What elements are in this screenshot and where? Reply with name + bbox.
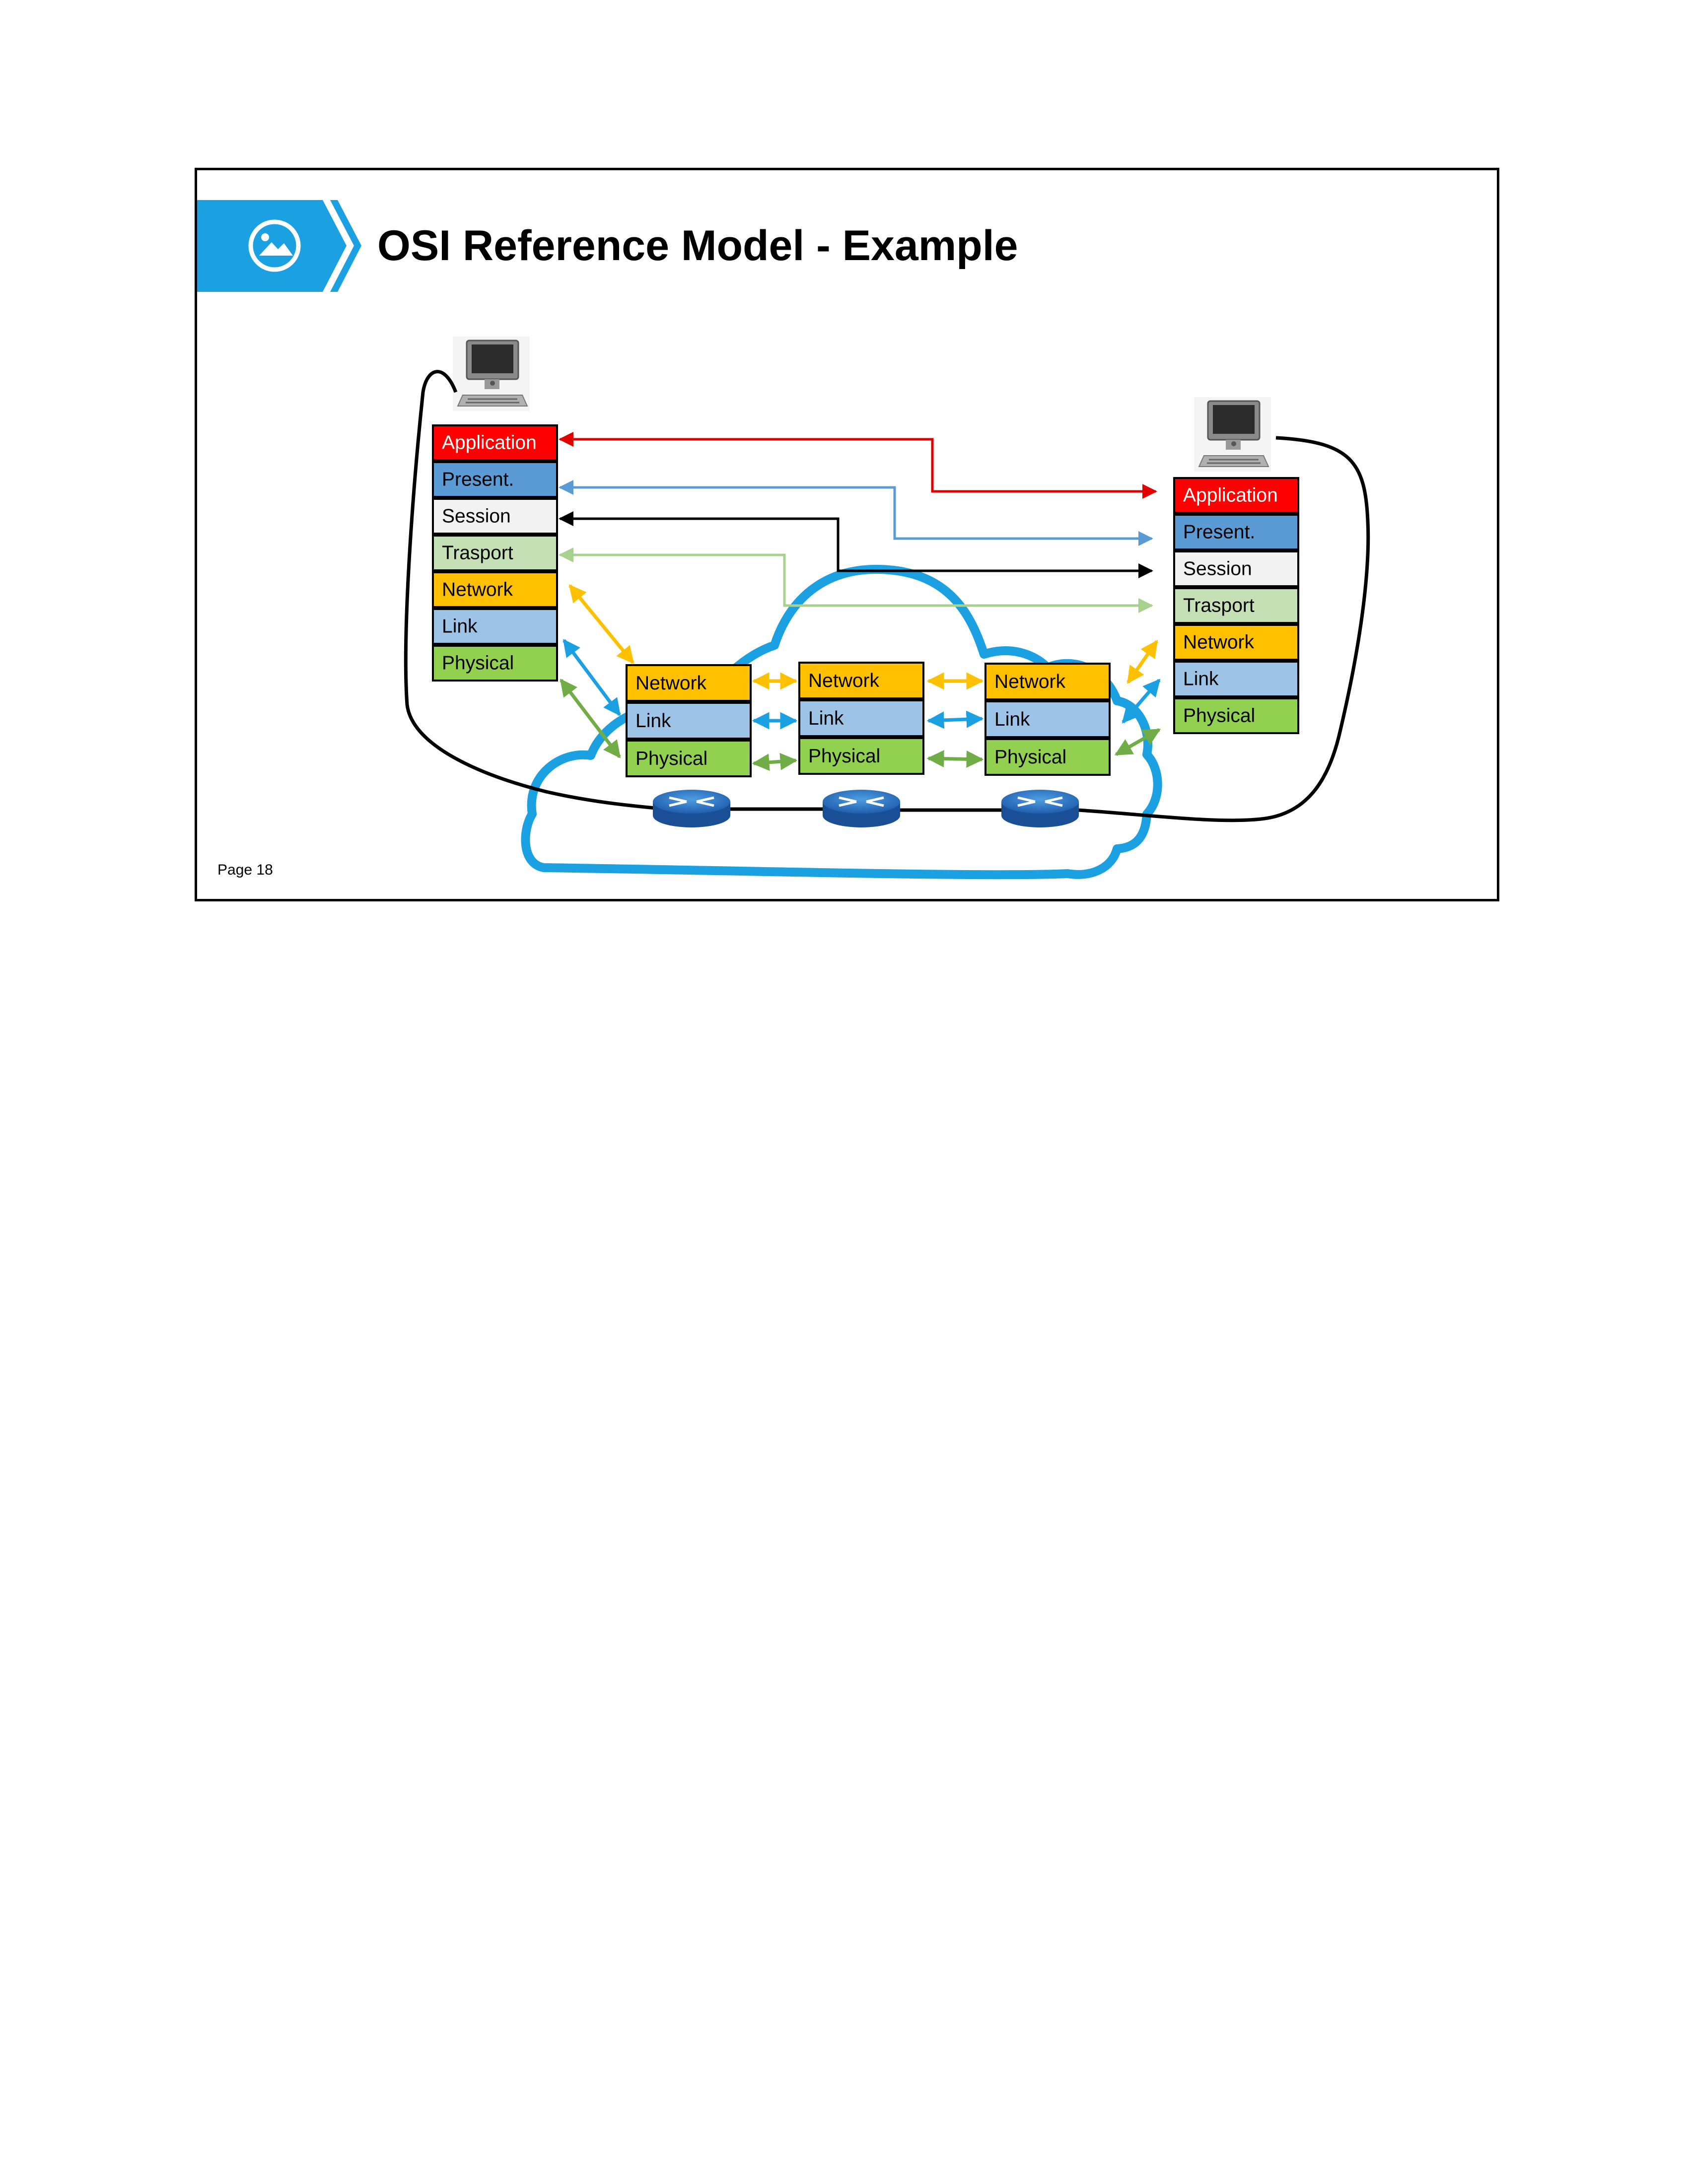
trasport-layer-label: Trasport (1183, 595, 1255, 616)
network-layer-box (1173, 624, 1299, 661)
link-layer-box (1173, 661, 1299, 697)
image-icon (248, 219, 301, 272)
link-hop-arrow (926, 710, 984, 729)
network-hop-arrow (1126, 640, 1158, 684)
title-banner: OSI Reference Model - Example (197, 200, 1018, 292)
router-icon (823, 790, 900, 827)
physical-layer-label: Physical (442, 653, 514, 674)
present-layer-box (432, 461, 558, 498)
router-icon (653, 790, 730, 827)
network-layer-label: Network (635, 673, 707, 694)
application-layer-box (1173, 477, 1299, 514)
computer-icon (1194, 397, 1271, 472)
network-layer-box (432, 571, 558, 608)
network-layer-label: Network (994, 671, 1066, 692)
page-number: Page 18 (217, 862, 273, 878)
banner-chevron (330, 200, 361, 292)
physical-layer-label: Physical (635, 748, 707, 769)
hop-arrows (560, 584, 1161, 771)
physical-layer-box (985, 738, 1111, 776)
session-layer-box (432, 498, 558, 535)
trasport-layer-label: Trasport (442, 543, 513, 564)
network-layer-label: Network (808, 670, 880, 691)
session-layer-label: Session (1183, 558, 1252, 580)
physical-hop-arrow (926, 750, 984, 768)
presentation-peer-arrow (559, 480, 1153, 546)
trasport-layer-box (432, 535, 558, 571)
trasport-layer-box (1173, 587, 1299, 624)
link-layer-box (985, 700, 1111, 738)
physical-hop-arrow (752, 752, 798, 771)
router-icon (1001, 790, 1079, 827)
link-layer-label: Link (1183, 669, 1219, 690)
network-layer-box (985, 663, 1111, 700)
transport-peer-arrow (559, 547, 1153, 613)
network-hop-arrow (568, 584, 634, 664)
network-layer-label: Network (1183, 632, 1255, 653)
link-layer-label: Link (994, 709, 1030, 730)
page-title: OSI Reference Model - Example (377, 222, 1018, 270)
link-hop-arrow (1122, 679, 1161, 724)
application-layer-label: Application (442, 432, 537, 454)
application-peer-arrow (559, 432, 1157, 499)
physical-layer-label: Physical (808, 746, 880, 767)
application-layer-label: Application (1183, 485, 1278, 506)
present-layer-box (1173, 514, 1299, 550)
computer-icon (453, 337, 530, 411)
physical-layer-label: Physical (994, 747, 1066, 768)
application-layer-box (432, 424, 558, 461)
physical-layer-box (432, 645, 558, 682)
network-layer-label: Network (442, 579, 513, 601)
physical-hop-arrow (1114, 728, 1161, 756)
physical-hop-arrow (560, 679, 621, 758)
link-layer-label: Link (808, 708, 844, 729)
session-layer-box (1173, 550, 1299, 587)
physical-layer-box (798, 737, 924, 775)
session-layer-label: Session (442, 506, 511, 527)
physical-layer-box (1173, 697, 1299, 734)
physical-layer-label: Physical (1183, 705, 1255, 727)
present-layer-label: Present. (1183, 522, 1255, 543)
link-layer-box (626, 702, 752, 740)
link-layer-label: Link (442, 616, 478, 637)
link-layer-label: Link (635, 710, 671, 732)
session-peer-arrow (559, 511, 1153, 578)
link-layer-box (798, 699, 924, 737)
link-hop-arrow (563, 639, 621, 716)
present-layer-label: Present. (442, 469, 514, 490)
physical-layer-box (626, 740, 752, 777)
link-layer-box (432, 608, 558, 645)
network-layer-box (798, 662, 924, 699)
network-layer-box (626, 664, 752, 702)
